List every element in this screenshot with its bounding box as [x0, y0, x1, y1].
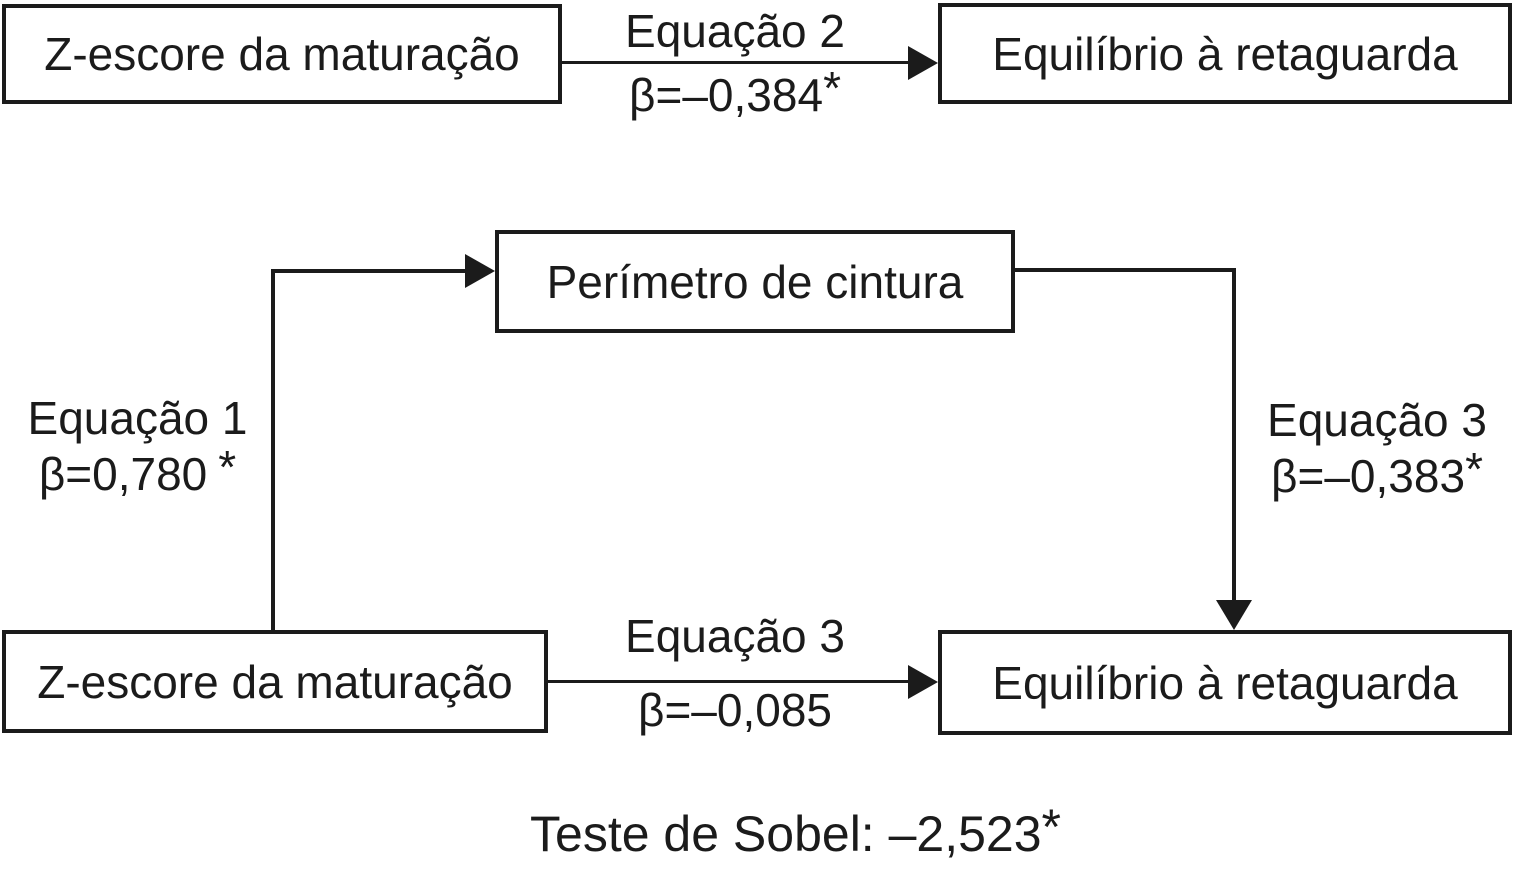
edge-right-beta: β=–0,383*: [1246, 443, 1508, 504]
node-top-left: Z-escore da maturação: [2, 4, 562, 104]
edge-left-horizontal-line: [271, 269, 469, 273]
edge-left-beta: β=0,780*: [10, 441, 265, 502]
edge-right-equation: Equação 3: [1246, 392, 1508, 448]
equation-text: Equação 3: [625, 610, 845, 662]
edge-top-equation: Equação 2: [570, 3, 900, 59]
edge-right-label: Equação 3 β=–0,383*: [1246, 392, 1508, 504]
beta-text: β=0,780: [38, 448, 208, 500]
equation-text: Equação 2: [625, 5, 845, 57]
edge-left-label: Equação 1 β=0,780*: [10, 390, 265, 502]
significance-star: *: [1041, 799, 1061, 855]
node-top-right: Equilíbrio à retaguarda: [938, 3, 1512, 104]
node-bottom-right: Equilíbrio à retaguarda: [938, 630, 1512, 735]
edge-bottom-label: Equação 3 β=–0,085: [560, 608, 910, 738]
edge-top-beta: β=–0,384*: [570, 62, 900, 123]
edge-left-equation: Equação 1: [10, 390, 265, 446]
sobel-test-note: Teste de Sobel: –2,523*: [0, 799, 1519, 863]
edge-bottom-line: [548, 680, 910, 683]
equation-text: Equação 3: [1267, 394, 1487, 446]
node-bottom-right-label: Equilíbrio à retaguarda: [992, 656, 1458, 709]
beta-text: β=–0,383: [1271, 450, 1466, 502]
edge-top-line: [562, 61, 910, 64]
edge-bottom-equation: Equação 3: [560, 608, 910, 664]
edge-left-vertical-line: [271, 269, 275, 630]
node-bottom-left-label: Z-escore da maturação: [37, 655, 513, 708]
beta-text: β=–0,085: [637, 684, 833, 736]
arrowhead-right-icon: [465, 254, 495, 288]
node-mediator-label: Perímetro de cintura: [546, 255, 964, 308]
arrowhead-right-icon: [908, 46, 938, 80]
arrowhead-down-icon: [1216, 600, 1252, 630]
beta-text: β=–0,384: [629, 69, 824, 121]
edge-bottom-beta: β=–0,085: [560, 682, 910, 738]
edge-right-horizontal-line: [1015, 268, 1236, 272]
sobel-test-text: Teste de Sobel: –2,523: [530, 806, 1042, 862]
edge-right-vertical-line: [1232, 268, 1236, 603]
significance-star: *: [1465, 443, 1483, 495]
node-mediator: Perímetro de cintura: [495, 230, 1015, 333]
node-bottom-left: Z-escore da maturação: [2, 630, 548, 733]
equation-text: Equação 1: [27, 392, 248, 444]
node-top-left-label: Z-escore da maturação: [44, 28, 520, 80]
significance-star: *: [823, 62, 841, 114]
arrowhead-right-icon: [908, 665, 938, 699]
node-top-right-label: Equilíbrio à retaguarda: [992, 27, 1458, 80]
edge-top-label: Equação 2 β=–0,384*: [570, 3, 900, 123]
significance-star: *: [218, 441, 237, 493]
